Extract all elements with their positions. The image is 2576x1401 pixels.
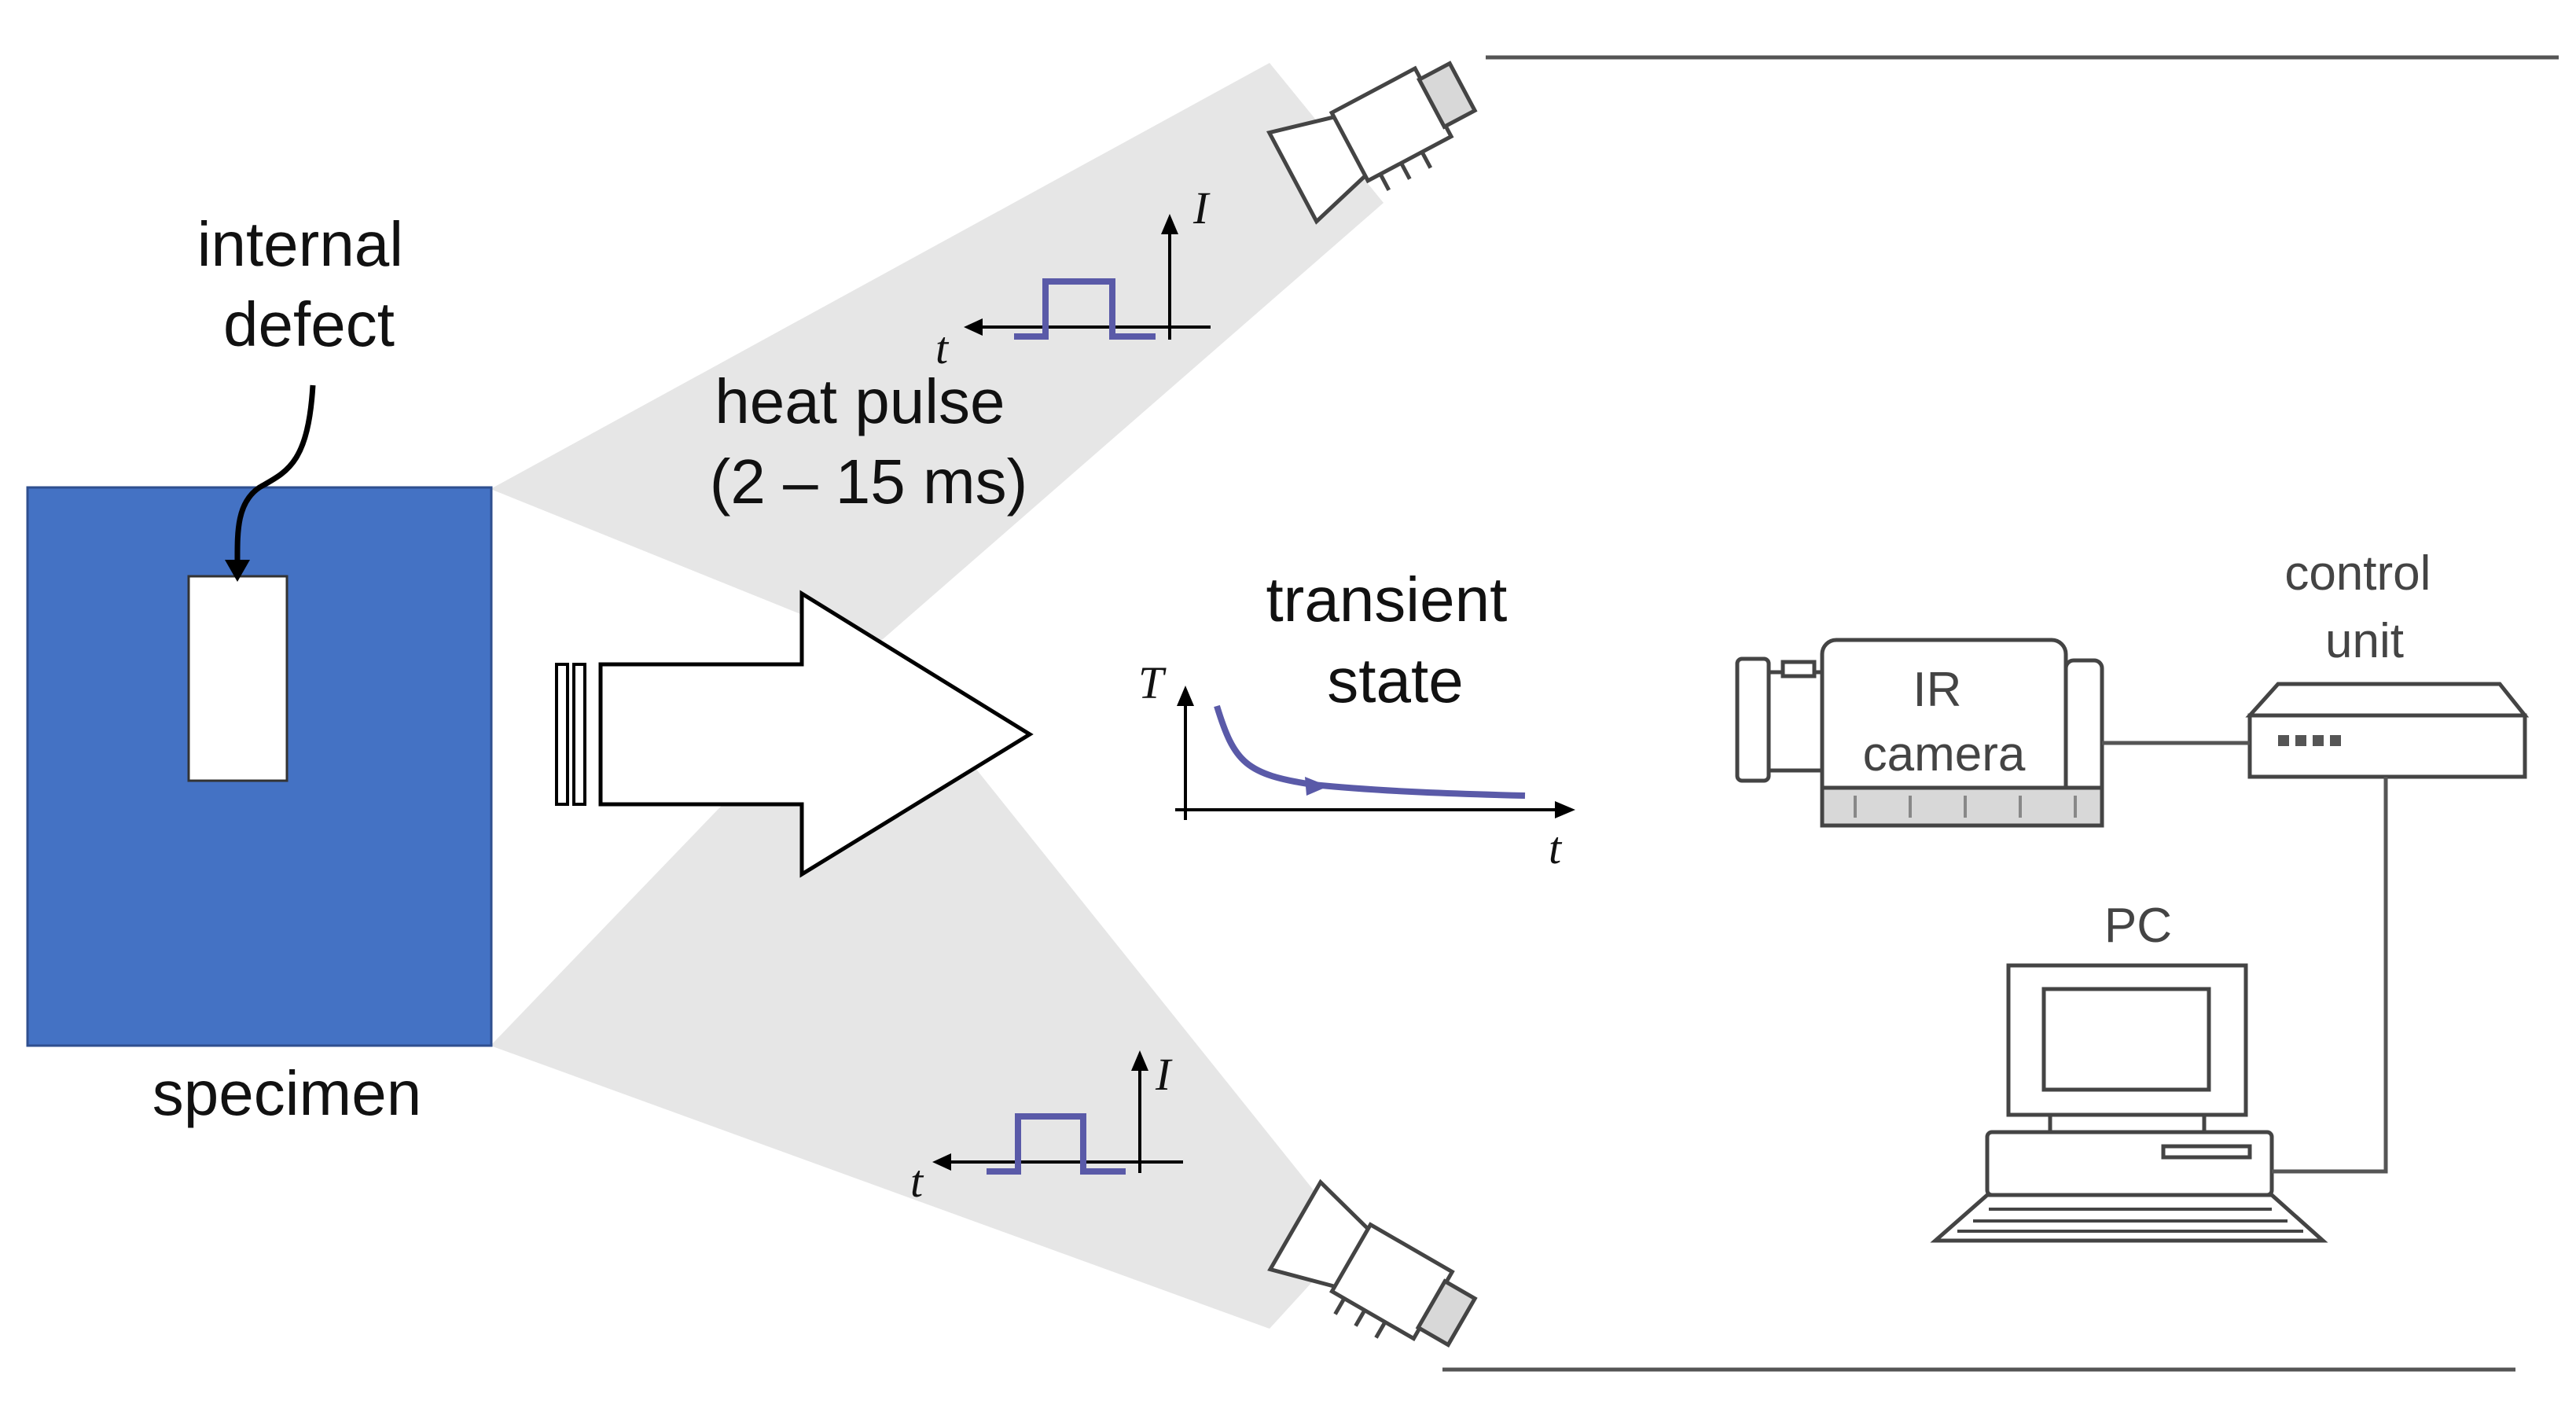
- pc-icon: [1930, 963, 2328, 1243]
- upper-pulse-x-label: t: [935, 322, 950, 373]
- upper-heat-beam: [491, 63, 1384, 645]
- control-unit-icon: [2245, 682, 2530, 779]
- lower-pulse-graph: I t: [910, 1049, 1183, 1207]
- pc-label: PC: [2104, 899, 2172, 953]
- upper-pulse-graph: I t: [935, 182, 1211, 373]
- ir-camera-icon: [1735, 638, 2104, 828]
- internal-defect: [187, 575, 288, 782]
- lower-heat-beam: [491, 645, 1352, 1329]
- heat-flow-arrow: [555, 590, 1034, 878]
- lower-pulse-x-label: t: [910, 1156, 924, 1207]
- upper-flash-lamp-icon: [1266, 61, 1478, 225]
- transient-x-label: t: [1549, 822, 1563, 873]
- defect-pointer-arrow: [234, 384, 316, 567]
- internal-defect-label: internal defect: [197, 209, 421, 359]
- transient-y-label: T: [1138, 657, 1167, 708]
- heat-pulse-label: heat pulse (2 – 15 ms): [710, 366, 1028, 517]
- ir-camera-label: IR camera: [1863, 663, 2026, 781]
- lower-pulse-y-label: I: [1155, 1049, 1173, 1100]
- control-unit-label: control unit: [2284, 546, 2444, 668]
- transient-state-label: transient state: [1266, 564, 1524, 715]
- lower-flash-lamp-icon: [1267, 1179, 1478, 1348]
- upper-pulse-y-label: I: [1192, 182, 1211, 234]
- specimen-label: specimen: [153, 1058, 421, 1128]
- control-to-pc-cable: [2272, 777, 2388, 1174]
- transient-graph: T t: [1138, 657, 1575, 873]
- defect-pointer-arrowhead: [225, 560, 250, 582]
